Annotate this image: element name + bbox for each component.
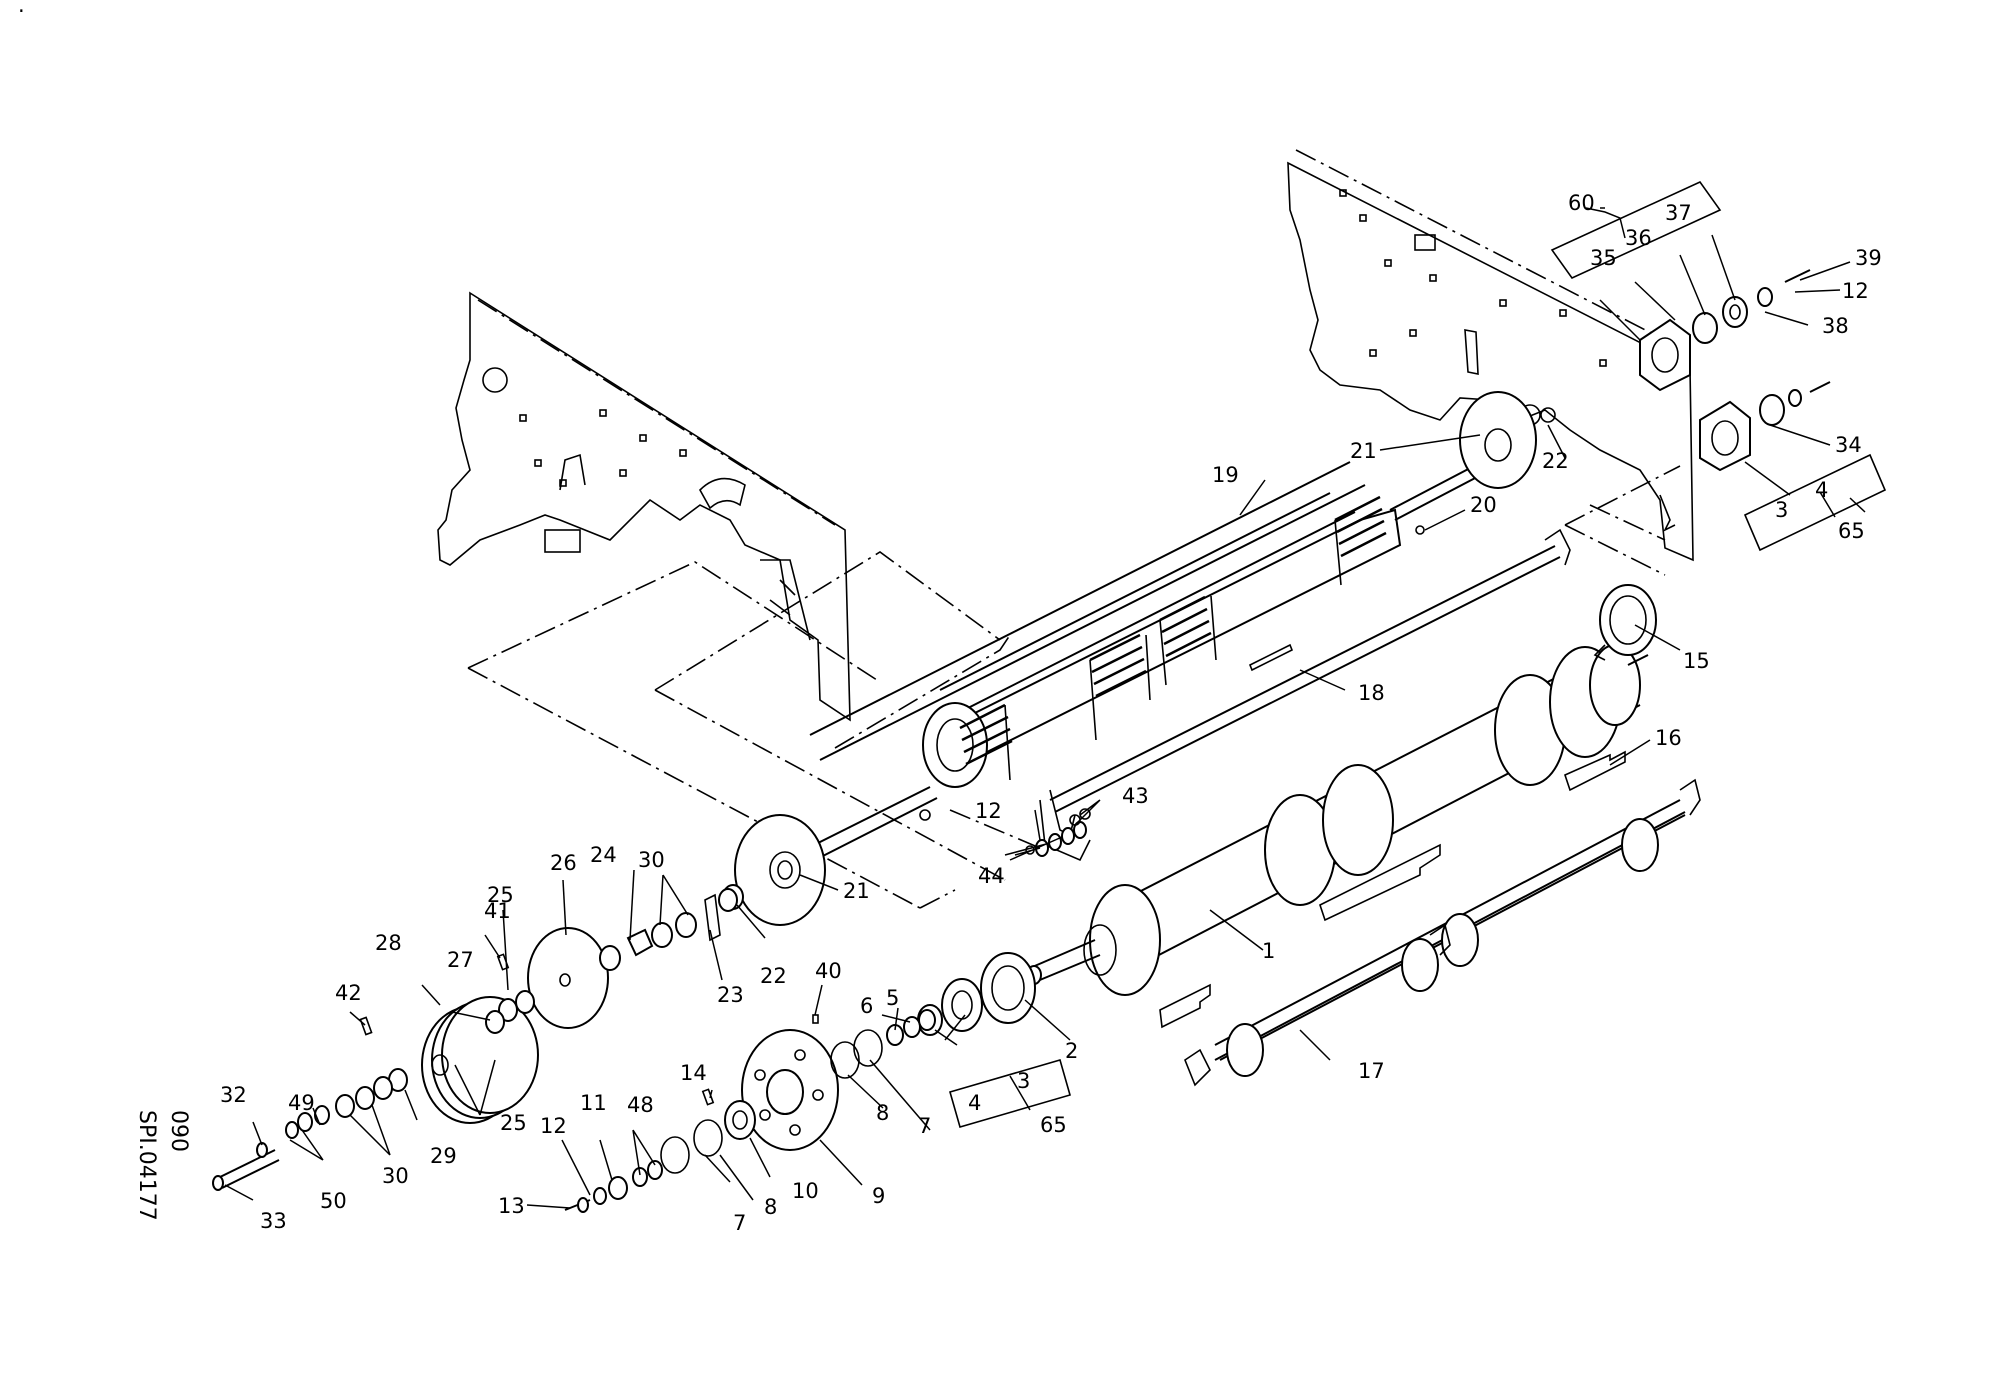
drawing-reference: SPI.04177 090: [134, 1110, 191, 1221]
label-20: 20: [1470, 493, 1497, 517]
label-50: 50: [320, 1189, 347, 1213]
pulley-28: [421, 996, 539, 1124]
label-49: 49: [288, 1091, 315, 1115]
group-box-65-left: [949, 1059, 1071, 1128]
label-10: 10: [792, 1179, 819, 1203]
disc-22-left: [718, 888, 738, 912]
label-41: 41: [484, 899, 511, 923]
bearing-housing-35: [1639, 318, 1691, 392]
label-4-left: 4: [968, 1091, 981, 1115]
alignment-lines: [467, 465, 1681, 909]
label-43: 43: [1122, 784, 1149, 808]
label-3-left: 3: [1017, 1069, 1030, 1093]
bearing-flange-15: [1593, 584, 1657, 661]
end-bolt-stack: [212, 1068, 408, 1191]
label-30-bottom: 30: [382, 1164, 409, 1188]
bearing-2: [980, 952, 1036, 1024]
drawing-reference-sheet: 090: [166, 1110, 191, 1152]
label-2: 2: [1065, 1039, 1078, 1063]
label-44: 44: [978, 864, 1005, 888]
bracket-16: [1159, 750, 1626, 1029]
label-14: 14: [680, 1061, 707, 1085]
label-17: 17: [1358, 1059, 1385, 1083]
label-30-top: 30: [638, 848, 665, 872]
label-40: 40: [815, 959, 842, 983]
bearing-housing-3-4-right: [1699, 400, 1751, 472]
label-5: 5: [886, 986, 899, 1010]
label-36: 36: [1625, 226, 1652, 250]
leader-lines: [224, 207, 1866, 1209]
label-65-right: 65: [1838, 519, 1865, 543]
label-1: 1: [1262, 939, 1275, 963]
rings-7-8: [660, 1029, 883, 1174]
bearing-10: [724, 1100, 756, 1140]
disc-21-right: [1459, 391, 1537, 489]
guide-rod-17: [1184, 778, 1701, 1087]
pulley-9: [741, 1029, 839, 1151]
label-35: 35: [1590, 246, 1617, 270]
label-27: 27: [447, 948, 474, 972]
left-side-frame: [437, 291, 851, 722]
label-19: 19: [1212, 463, 1239, 487]
small-washers-right: [1415, 269, 1831, 535]
washers-5-6: [886, 1009, 936, 1046]
label-23: 23: [717, 983, 744, 1007]
label-60: 60: [1568, 191, 1595, 215]
corner-mark: .: [18, 0, 25, 17]
label-22-left: 22: [760, 964, 787, 988]
part-labels: 1 2 3 3 4 4 5 6 7 7 8 8 9 10 11 12 12 12…: [220, 191, 1882, 1235]
label-3-right: 3: [1775, 498, 1788, 522]
label-12-right: 12: [1842, 279, 1869, 303]
label-29: 29: [430, 1144, 457, 1168]
label-38: 38: [1822, 314, 1849, 338]
label-24: 24: [590, 843, 617, 867]
label-8-left: 8: [764, 1195, 777, 1219]
label-7-right: 7: [918, 1114, 931, 1138]
right-side-frame: [1287, 149, 1694, 562]
label-12-middle: 12: [975, 799, 1002, 823]
label-22-right: 22: [1542, 449, 1569, 473]
label-33: 33: [260, 1209, 287, 1233]
drawing-reference-code: SPI.04177: [134, 1110, 159, 1221]
small-hardware-left: [564, 1014, 819, 1213]
group-box-65-right: [1743, 453, 1887, 552]
label-18: 18: [1358, 681, 1385, 705]
shaft-18: [1039, 528, 1571, 862]
label-26: 26: [550, 851, 577, 875]
label-16: 16: [1655, 726, 1682, 750]
label-37: 37: [1665, 201, 1692, 225]
label-25-top: 25: [487, 883, 514, 907]
label-32: 32: [220, 1083, 247, 1107]
disc-26: [527, 927, 609, 1029]
disc-21-left: [734, 814, 826, 926]
knurled-roller-19: [806, 454, 1501, 863]
roller-1: [1026, 639, 1649, 996]
label-42: 42: [335, 981, 362, 1005]
label-11: 11: [580, 1091, 607, 1115]
label-28: 28: [375, 931, 402, 955]
label-12-lower: 12: [540, 1114, 567, 1138]
label-21-left: 21: [843, 879, 870, 903]
label-7-left: 7: [733, 1211, 746, 1235]
label-39: 39: [1855, 246, 1882, 270]
label-4-right: 4: [1815, 478, 1828, 502]
label-21-right: 21: [1350, 439, 1377, 463]
label-9: 9: [872, 1184, 885, 1208]
label-8-right: 8: [876, 1101, 889, 1125]
label-13: 13: [498, 1194, 525, 1218]
label-15: 15: [1683, 649, 1710, 673]
label-65-left: 65: [1040, 1113, 1067, 1137]
label-6: 6: [860, 994, 873, 1018]
group-box-60: [1550, 180, 1722, 280]
label-48: 48: [627, 1093, 654, 1117]
label-34: 34: [1835, 433, 1862, 457]
label-25-bottom: 25: [500, 1111, 527, 1135]
